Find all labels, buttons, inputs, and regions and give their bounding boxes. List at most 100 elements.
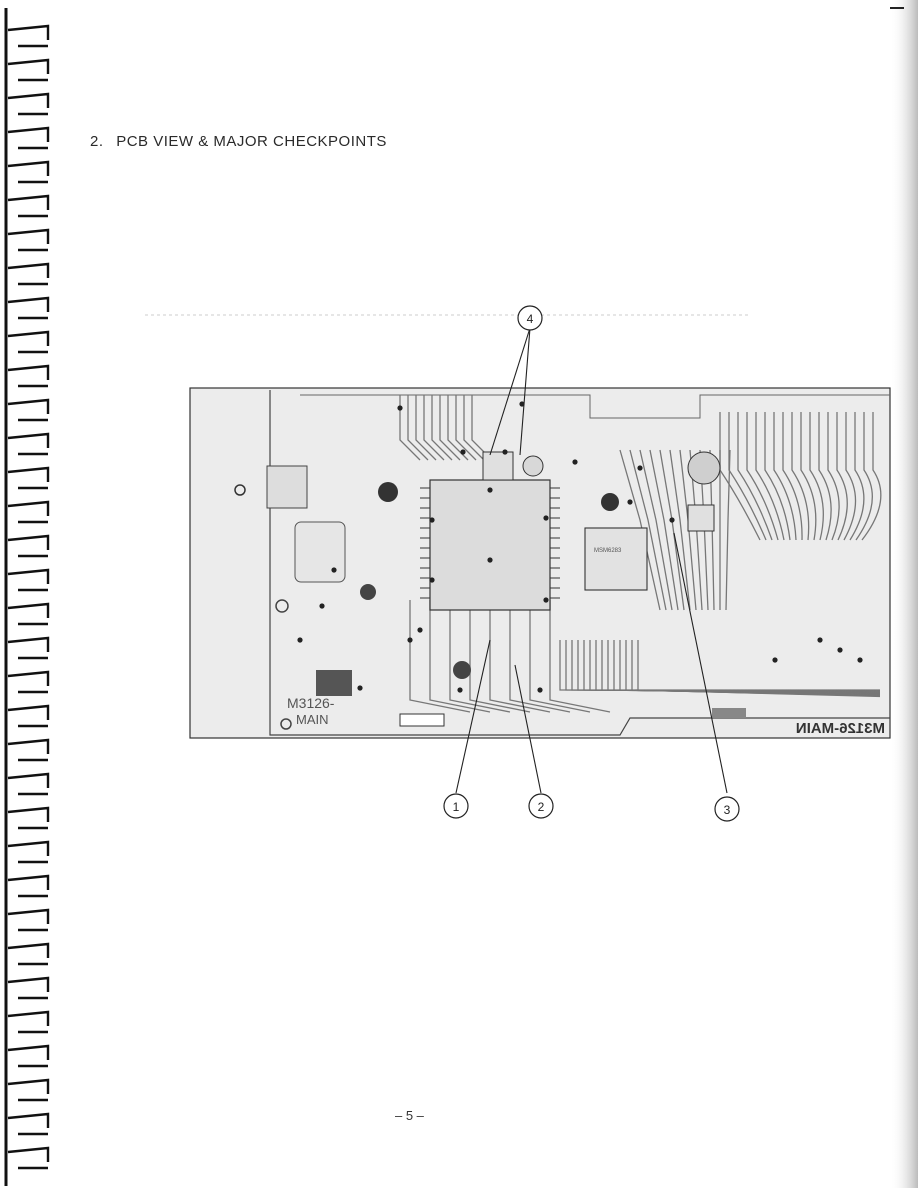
solder-pad (543, 597, 549, 603)
callout-2: 2 (528, 793, 554, 819)
pcb-trace (755, 412, 785, 541)
callout-leaders (455, 327, 728, 794)
board-label-right: M3126-MAIN (796, 720, 885, 737)
binding-coil (7, 976, 50, 1000)
pcb-trace (619, 449, 661, 611)
pcb-trace (855, 412, 873, 541)
solder-pad (837, 647, 843, 653)
pcb-trace (843, 412, 857, 541)
pcb-trace (529, 600, 591, 713)
pcb-trace (773, 412, 797, 541)
pcb-trace (549, 600, 611, 713)
pcb-trace (431, 395, 453, 461)
binding-coil (7, 228, 50, 252)
pcb-trace (818, 412, 832, 541)
binding-coil (7, 1146, 50, 1170)
solder-pad (407, 637, 413, 643)
solder-pad (417, 627, 423, 633)
binding-coil (7, 500, 50, 524)
pcb-trace (423, 395, 445, 461)
binding-coil (7, 908, 50, 932)
binding-coil (7, 466, 50, 490)
solder-pad (397, 405, 403, 411)
pcb-trace (725, 449, 731, 611)
pcb-trace (800, 412, 817, 541)
solder-pad (460, 449, 466, 455)
binding-coil (7, 602, 50, 626)
solder-pad (772, 657, 778, 663)
section-number: 2. (90, 133, 104, 150)
pcb-trace (463, 395, 485, 461)
callout-1: 1 (443, 793, 469, 819)
pcb-trace (737, 412, 773, 541)
binding-coil (7, 1010, 50, 1034)
callout-3: 3 (714, 796, 740, 822)
solder-pad (637, 465, 643, 471)
pcb-trace (509, 600, 571, 713)
binding-coil (7, 670, 50, 694)
solder-pad (429, 577, 435, 583)
callout-4-label: 4 (527, 312, 534, 326)
binding-coil (7, 92, 50, 116)
callout-4: 4 (517, 305, 543, 331)
solder-pad (429, 517, 435, 523)
callout-2-label: 2 (538, 800, 545, 814)
pcb-trace (429, 600, 491, 713)
solder-pad (487, 557, 493, 563)
pcb-trace (489, 600, 551, 713)
pcb-trace (439, 395, 461, 461)
binding-coil (7, 1078, 50, 1102)
binding-coil (7, 636, 50, 660)
binding-coil (7, 568, 50, 592)
section-title: PCB VIEW & MAJOR CHECKPOINTS (116, 133, 387, 150)
pcb-trace (836, 412, 848, 541)
binding-coil (7, 432, 50, 456)
pcb-trace (639, 449, 673, 611)
binding-coil (7, 874, 50, 898)
board-label-left: M3126- (287, 695, 335, 711)
solder-pad (627, 499, 633, 505)
solder-pad (457, 687, 463, 693)
pcb-trace (469, 600, 531, 713)
binding-coil (7, 24, 50, 48)
solder-pad (357, 685, 363, 691)
callout-3-label: 3 (724, 803, 731, 817)
binding-coil (7, 1044, 50, 1068)
pcb-trace (649, 449, 679, 611)
pcb-trace (809, 412, 824, 541)
pcb-trace (669, 449, 691, 611)
binding-coil (7, 160, 50, 184)
binding-coil (7, 534, 50, 558)
pcb-trace (629, 449, 667, 611)
section-heading: 2. PCB VIEW & MAJOR CHECKPOINTS (90, 133, 387, 150)
solder-pad (297, 637, 303, 643)
binding-coil (7, 398, 50, 422)
pcb-trace (455, 395, 477, 461)
solder-pad (537, 687, 543, 693)
solder-pad (572, 459, 578, 465)
binding-coil (7, 942, 50, 966)
pcb-trace (764, 412, 791, 541)
binding-coil (7, 296, 50, 320)
pcb-trace (861, 412, 882, 541)
solder-pad (502, 449, 508, 455)
pcb-trace (849, 412, 865, 541)
binding-coil (7, 194, 50, 218)
pcb-trace (415, 395, 437, 461)
solder-pad (857, 657, 863, 663)
pcb-trace (827, 412, 840, 541)
spiral-binding (4, 8, 50, 1186)
binding-coil (7, 330, 50, 354)
solder-pad (543, 515, 549, 521)
board-label-left-2: MAIN (296, 712, 329, 727)
solder-pad (487, 487, 493, 493)
pcb-trace (409, 600, 471, 713)
chip-label: MSM6283 (594, 548, 622, 554)
callout-1-label: 1 (453, 800, 460, 814)
pcb-trace (791, 412, 810, 541)
page-edge-shadow (890, 0, 918, 1188)
binding-coil (7, 806, 50, 830)
solder-pad (319, 603, 325, 609)
solder-pad (519, 401, 525, 407)
